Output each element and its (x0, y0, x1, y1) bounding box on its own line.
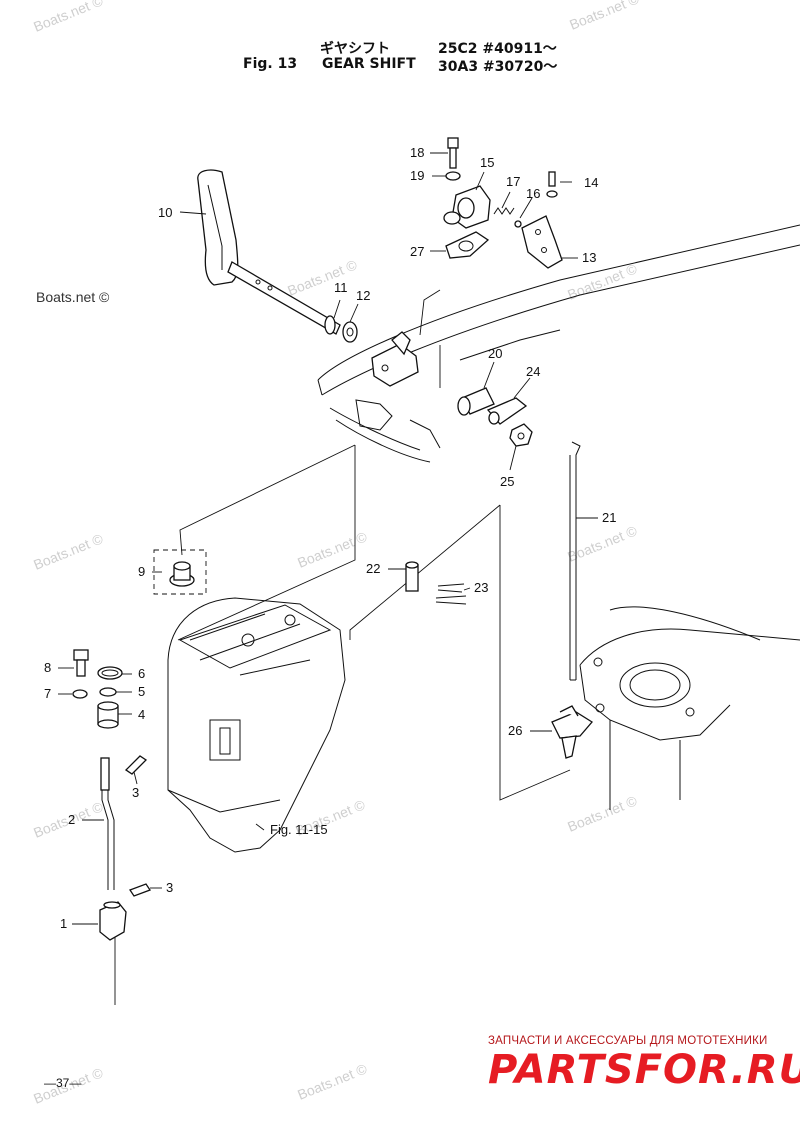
part-16-17-spring (493, 207, 522, 228)
part-3-pins (124, 755, 151, 897)
part-14-bolt (546, 171, 558, 198)
callout-14: 14 (584, 175, 598, 190)
callout-20: 20 (488, 346, 502, 361)
part-4-guide (97, 701, 119, 729)
lower-unit (167, 597, 346, 853)
part-25-nut (509, 423, 533, 447)
callout-22: 22 (366, 561, 380, 576)
part-1-cam (99, 901, 127, 941)
callout-4: 4 (138, 707, 145, 722)
leader-lines (58, 152, 598, 925)
callout-19: 19 (410, 168, 424, 183)
model-code-1: 25C2 #40911～ (438, 41, 557, 57)
callout-3a: 3 (132, 785, 139, 800)
lever-washers (324, 315, 358, 343)
watermark: Boats.net © (295, 1060, 370, 1103)
part-18-19-bolt (445, 137, 461, 181)
callout-3b: 3 (166, 880, 173, 895)
callout-27: 27 (410, 244, 424, 259)
shift-lever[interactable] (197, 169, 341, 335)
part-13-bracket (521, 215, 563, 269)
page-number: —37— (44, 1076, 82, 1090)
figure-label: Fig. 13 (243, 56, 298, 72)
callout-6: 6 (138, 666, 145, 681)
fig-reference: Fig. 11-15 (270, 822, 328, 837)
watermarks: Boats.net © Boats.net © Boats.net © Boat… (31, 0, 642, 1107)
lower-bracket (579, 606, 800, 810)
callout-24: 24 (526, 364, 540, 379)
callout-25: 25 (500, 474, 514, 489)
watermark: Boats.net © (285, 256, 360, 299)
part-26-grommet (551, 705, 593, 759)
callout-12: 12 (356, 288, 370, 303)
watermark: Boats.net © (565, 792, 640, 835)
watermark: Boats.net © (295, 528, 370, 571)
part-6-oring (97, 666, 123, 680)
callout-8: 8 (44, 660, 51, 675)
part-20-bushing (457, 387, 495, 416)
callout-11: 11 (334, 280, 348, 295)
brand-subtitle: ЗАПЧАСТИ И АКСЕССУАРЫ ДЛЯ МОТОТЕХНИКИ (488, 1035, 768, 1047)
watermark: Boats.net © (36, 289, 110, 305)
watermark: Boats.net © (567, 0, 642, 33)
callout-21: 21 (602, 510, 616, 525)
callout-7: 7 (44, 686, 51, 701)
model-code-2: 30A3 #30720～ (438, 59, 558, 75)
part-callouts: 10 11 12 13 14 15 16 17 18 19 27 20 24 2… (44, 145, 616, 931)
callout-5: 5 (138, 684, 145, 699)
callout-18: 18 (410, 145, 424, 160)
part-2-rod (100, 757, 115, 890)
part-9-plug (153, 549, 207, 595)
part-5-oring (99, 687, 117, 697)
callout-26: 26 (508, 723, 522, 738)
callout-23: 23 (474, 580, 488, 595)
part-22-23-pins (405, 561, 467, 605)
watermark: Boats.net © (31, 530, 106, 573)
brand-logo: PARTSFOR.RU (488, 1047, 800, 1093)
watermark: Boats.net © (31, 0, 106, 35)
callout-13: 13 (582, 250, 596, 265)
part-27-gasket (445, 231, 490, 259)
callout-16: 16 (526, 186, 540, 201)
callout-15: 15 (480, 155, 494, 170)
reference-lines (114, 289, 571, 1005)
callout-9: 9 (138, 564, 145, 579)
title-english: GEAR SHIFT (322, 56, 416, 72)
callout-2: 2 (68, 812, 75, 827)
callout-17: 17 (506, 174, 520, 189)
title-japanese: ギヤシフト (320, 41, 390, 57)
part-7-washer (72, 689, 88, 699)
callout-1: 1 (60, 916, 67, 931)
shift-bracket (371, 331, 419, 387)
part-21-shift-rod (569, 441, 581, 681)
part-15-holder (443, 185, 491, 229)
part-8-bolt (73, 649, 89, 677)
part-24-link (486, 397, 528, 425)
callout-10: 10 (158, 205, 172, 220)
